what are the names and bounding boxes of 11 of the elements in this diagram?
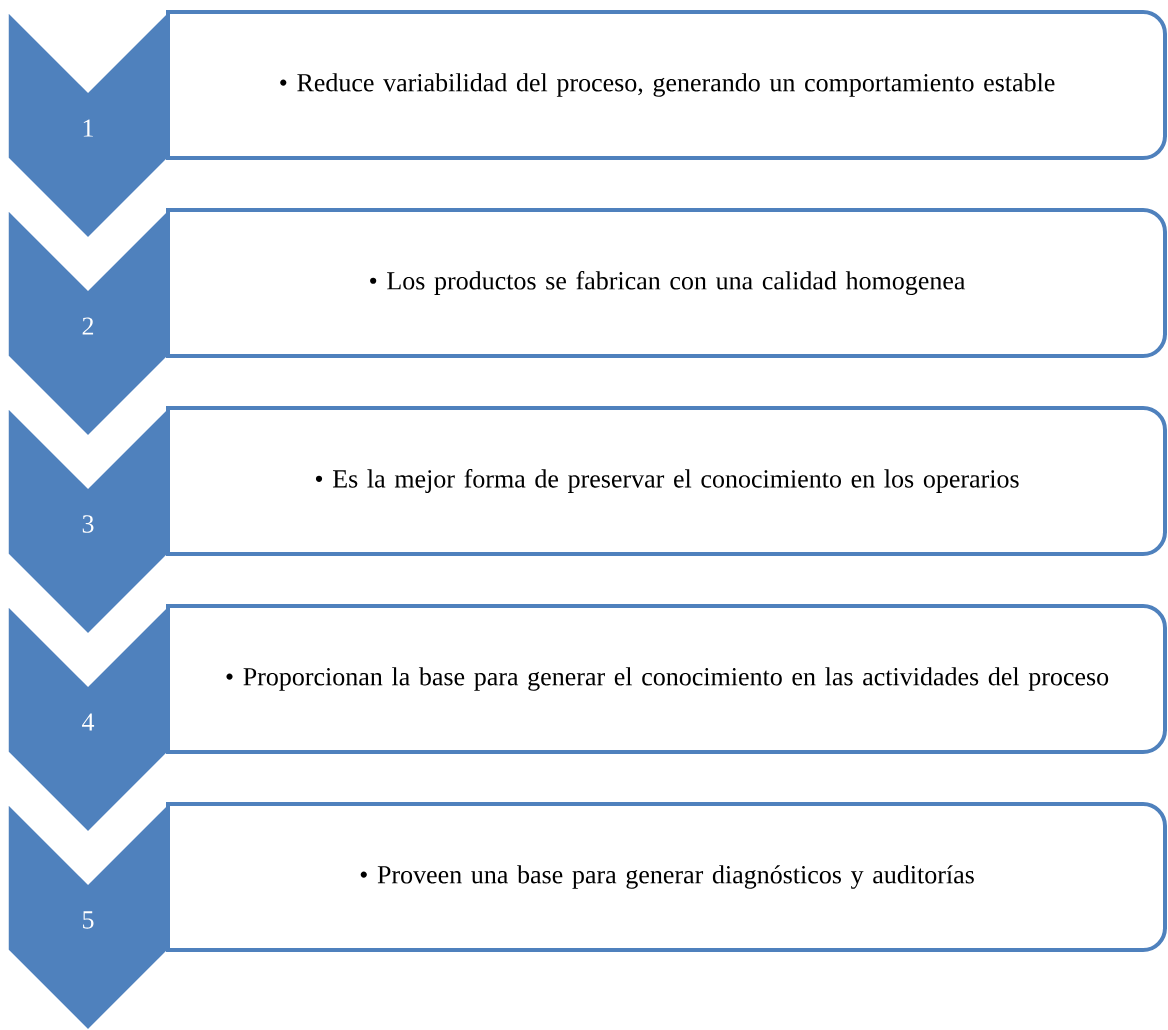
text-box: • Los productos se fabrican con una calidad homogenea bbox=[166, 208, 1167, 358]
text-box: • Proporcionan la base para generar el conocimiento en las actividades del proceso bbox=[166, 604, 1167, 754]
text-box: • Es la mejor forma de preservar el conocimiento en los operarios bbox=[166, 406, 1167, 556]
chevron-step: 1 bbox=[7, 10, 169, 240]
text-box: • Reduce variabilidad del proceso, generando un comportamiento estable bbox=[166, 10, 1167, 160]
text-box: • Proveen una base para generar diagnósticos y auditorías bbox=[166, 802, 1167, 952]
chevron-step: 5 bbox=[7, 802, 169, 1030]
chevron-step: 3 bbox=[7, 406, 169, 636]
chevron-step: 4 bbox=[7, 604, 169, 834]
chevron-step: 2 bbox=[7, 208, 169, 438]
node-label: 5 bbox=[83, 911, 94, 929]
